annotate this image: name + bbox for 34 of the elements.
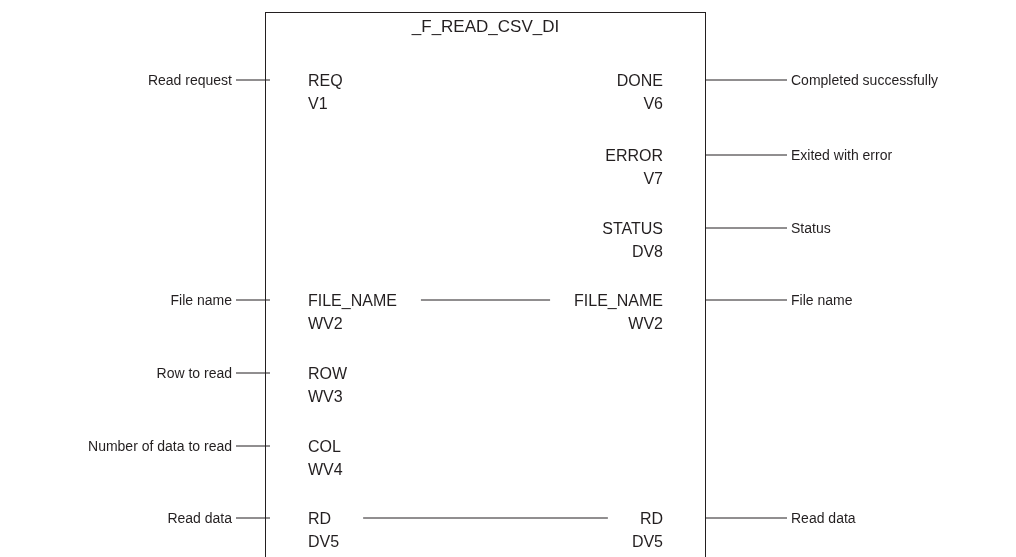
pin-label: FILE_NAME WV2 (554, 288, 705, 335)
pin-label: REQ V1 (266, 68, 363, 115)
signal-label: Read request (147, 71, 232, 89)
signal-label: Row to read (156, 364, 232, 382)
function-block (265, 12, 706, 557)
pin-label: STATUS DV8 (582, 216, 705, 263)
signal-label: Exited with error (791, 146, 893, 164)
signal-label: File name (170, 291, 232, 309)
signal-label: File name (791, 291, 853, 309)
connector-line (235, 517, 271, 519)
pin-label: ERROR V7 (585, 143, 705, 190)
connector-line (235, 79, 271, 81)
connector-line (362, 517, 609, 519)
pin-label: DONE V6 (596, 68, 705, 115)
connector-line (704, 79, 788, 81)
connector-line (420, 299, 551, 301)
signal-label: Completed successfully (791, 71, 939, 89)
connector-line (704, 517, 788, 519)
connector-line (704, 154, 788, 156)
signal-label: Read data (791, 509, 856, 527)
signal-label: Status (791, 219, 831, 237)
block-title: _F_READ_CSV_DI (410, 17, 561, 37)
pin-label: RD DV5 (611, 506, 705, 553)
connector-line (235, 445, 271, 447)
pin-label: COL WV4 (266, 434, 363, 481)
connector-line (704, 227, 788, 229)
connector-line (704, 299, 788, 301)
signal-label: Number of data to read (88, 437, 232, 455)
signal-label: Read data (167, 509, 232, 527)
connector-line (235, 299, 271, 301)
pin-label: ROW WV3 (266, 361, 368, 408)
pin-label: RD DV5 (266, 506, 360, 553)
connector-line (235, 372, 271, 374)
pin-label: FILE_NAME WV2 (266, 288, 417, 335)
